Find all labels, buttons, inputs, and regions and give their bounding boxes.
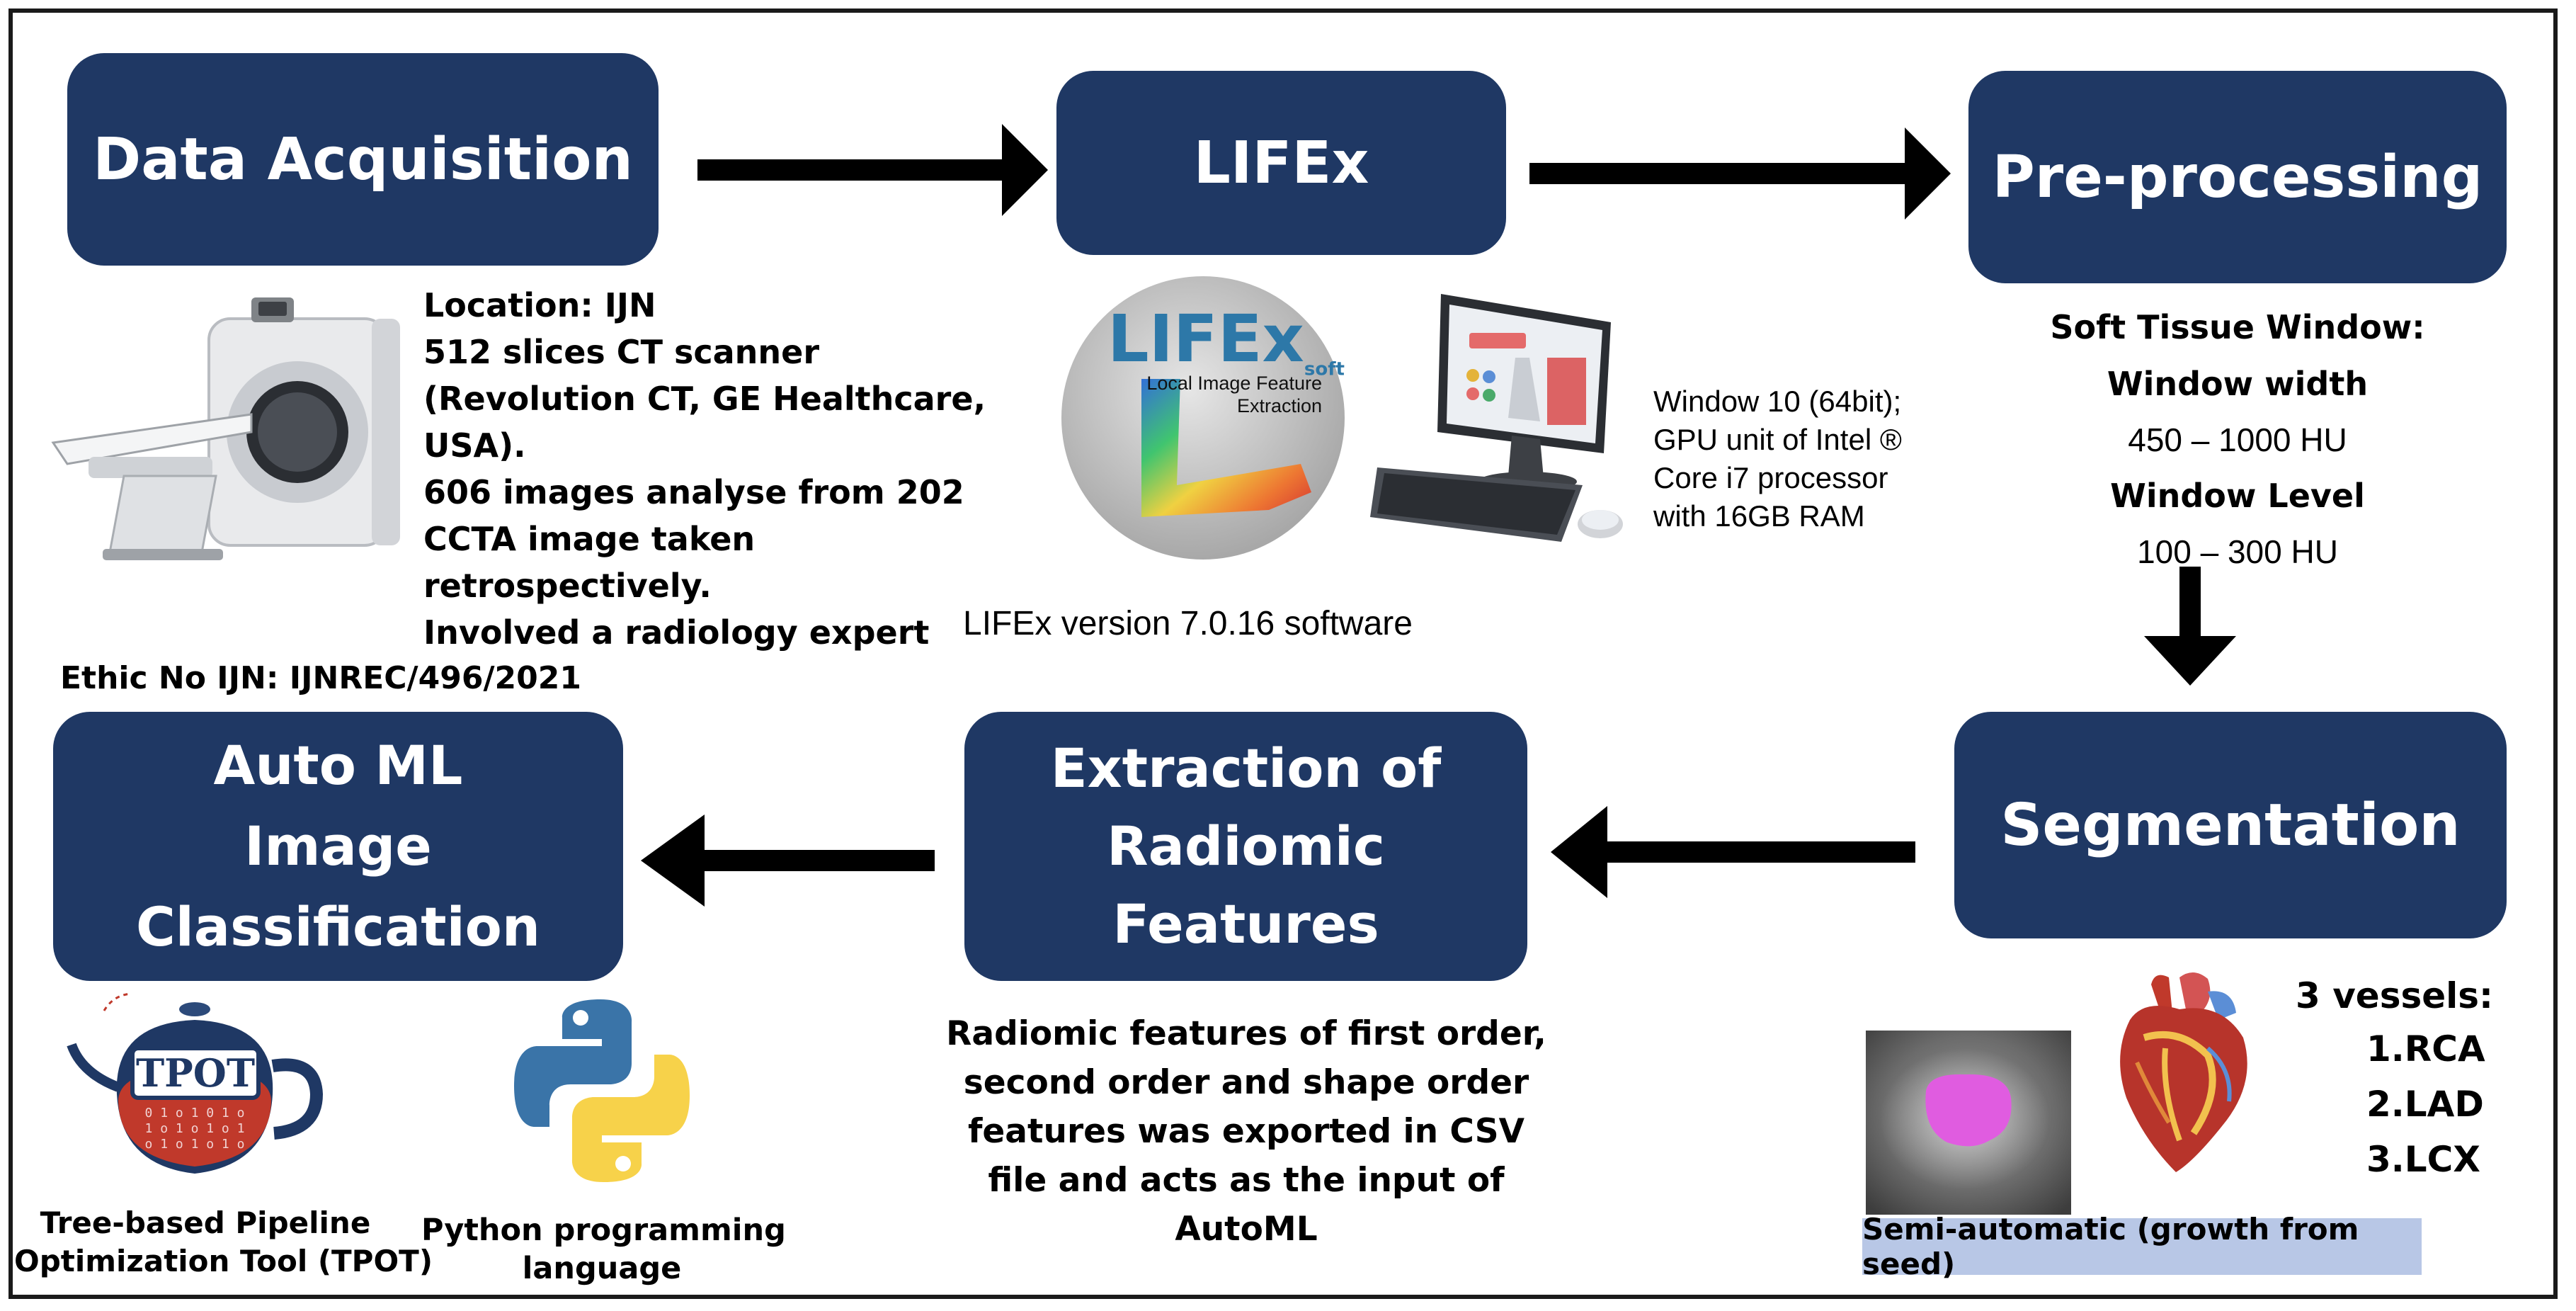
vessel-item: 2.LAD <box>2366 1084 2484 1125</box>
tpot-binary-line: o 1 o 1 o 1 o <box>144 1137 245 1152</box>
ct-scanner-image <box>51 297 400 560</box>
extraction-detail-line: features was exported in CSV <box>967 1112 1524 1151</box>
lifex-logo-subtitle-line: Local Image Feature <box>1146 373 1322 394</box>
extraction-box: Extraction of Radiomic Features <box>964 712 1527 981</box>
tpot-logo-text: TPOT <box>135 1050 255 1096</box>
extraction-detail-line: second order and shape order <box>963 1063 1529 1102</box>
tpot-caption-line: Optimization Tool (TPOT) <box>14 1244 433 1278</box>
spec-line: GPU unit of Intel ® <box>1653 423 1902 456</box>
computer-image <box>1370 294 1623 542</box>
automl-label-line-1: Auto ML <box>213 734 463 797</box>
preprocessing-label: Pre-processing <box>1992 143 2483 211</box>
python-logo <box>514 999 690 1182</box>
tpot-caption-line: Tree-based Pipeline <box>40 1205 371 1240</box>
automl-label-line-2: Image <box>244 815 432 878</box>
vessel-item: 1.RCA <box>2366 1028 2485 1069</box>
detail-line: USA). <box>423 426 526 465</box>
spec-line: Window 10 (64bit); <box>1653 385 1902 418</box>
extraction-detail-line: Radiomic features of first order, <box>946 1014 1546 1053</box>
window-width-label: Window width <box>2107 365 2369 403</box>
diagram-frame <box>8 8 2558 1299</box>
preprocessing-heading: Soft Tissue Window: <box>2050 308 2425 346</box>
extraction-detail-line: AutoML <box>1175 1210 1318 1249</box>
ethic-note: Ethic No IJN: IJNREC/496/2021 <box>60 660 581 696</box>
automl-box: Auto ML Image Classification <box>53 712 623 981</box>
data-acquisition-details: Location: IJN 512 slices CT scanner (Rev… <box>423 282 986 656</box>
detail-line: Involved a radiology expert <box>423 613 930 652</box>
detail-line: (Revolution CT, GE Healthcare, <box>423 380 986 418</box>
spec-line: with 16GB RAM <box>1653 499 1865 533</box>
python-caption-line: Python programming <box>421 1213 786 1248</box>
lifex-version: LIFEx version 7.0.16 software <box>963 605 1413 642</box>
data-acquisition-box: Data Acquisition <box>67 53 659 266</box>
detail-line: 512 slices CT scanner <box>423 333 820 371</box>
extraction-details: Radiomic features of first order, second… <box>913 1009 1579 1254</box>
python-caption: Python programming language <box>421 1211 786 1288</box>
window-level-value: 100 – 300 HU <box>2137 533 2338 570</box>
heart-image <box>2120 972 2247 1172</box>
semi-automatic-label: Semi-automatic (growth from seed) <box>1862 1212 2422 1281</box>
extraction-label-line-3: Features <box>1112 892 1379 955</box>
extraction-detail-line: file and acts as the input of <box>988 1161 1505 1200</box>
lifex-logo-title: LIFExsoft <box>1107 301 1345 380</box>
detail-line: CCTA image taken <box>423 520 756 558</box>
vessels-title: 3 vessels: <box>2296 975 2494 1016</box>
lifex-logo-graphic <box>1061 276 1345 560</box>
tpot-teapot-graphic <box>67 992 324 1174</box>
python-caption-line: language <box>522 1251 682 1286</box>
window-level-label: Window Level <box>2110 477 2365 515</box>
lifex-logo: LIFExsoft Local Image Feature Extraction <box>1056 273 1350 563</box>
segmentation-box: Segmentation <box>1954 712 2507 938</box>
tpot-binary: 0 1 o 1 0 1 o 1 o 1 o 1 o 1 o 1 o 1 o 1 … <box>138 1106 251 1152</box>
segmentation-label: Segmentation <box>2000 791 2461 859</box>
segmentation-mask-image <box>1866 1031 2071 1215</box>
detail-line: 606 images analyse from 202 <box>423 473 964 511</box>
lifex-logo-subtitle-line: Extraction <box>1236 395 1322 416</box>
detail-line: Location: IJN <box>423 286 656 324</box>
tpot-binary-line: 1 o 1 o 1 o 1 <box>144 1121 245 1136</box>
spec-line: Core i7 processor <box>1653 461 1888 494</box>
tpot-caption: Tree-based Pipeline Optimization Tool (T… <box>14 1204 433 1281</box>
vessels-block: 3 vessels: 1.RCA 2.LAD 3.LCX <box>2296 970 2493 1187</box>
lifex-logo-subtitle: Local Image Feature Extraction <box>1138 372 1322 417</box>
lifex-logo-sup: soft <box>1304 358 1345 380</box>
automl-label-line-3: Classification <box>135 895 540 958</box>
lifex-box: LIFEx <box>1056 71 1506 255</box>
system-specs: Window 10 (64bit); GPU unit of Intel ® C… <box>1653 382 1902 535</box>
preprocessing-box: Pre-processing <box>1968 71 2507 283</box>
vessel-item: 3.LCX <box>2366 1139 2480 1180</box>
data-acquisition-label: Data Acquisition <box>93 125 633 193</box>
lifex-label: LIFEx <box>1193 129 1369 197</box>
tpot-logo: TPOT 0 1 o 1 0 1 o 1 o 1 o 1 o 1 o 1 o 1… <box>67 988 336 1186</box>
detail-line: retrospectively. <box>423 567 712 605</box>
extraction-label-line-1: Extraction of <box>1050 737 1442 800</box>
tpot-binary-line: 0 1 o 1 0 1 o <box>144 1106 245 1120</box>
window-width-value: 450 – 1000 HU <box>2128 421 2347 458</box>
extraction-label-line-2: Radiomic <box>1107 815 1385 878</box>
preprocessing-details: Soft Tissue Window: Window width 450 – 1… <box>1997 299 2478 579</box>
